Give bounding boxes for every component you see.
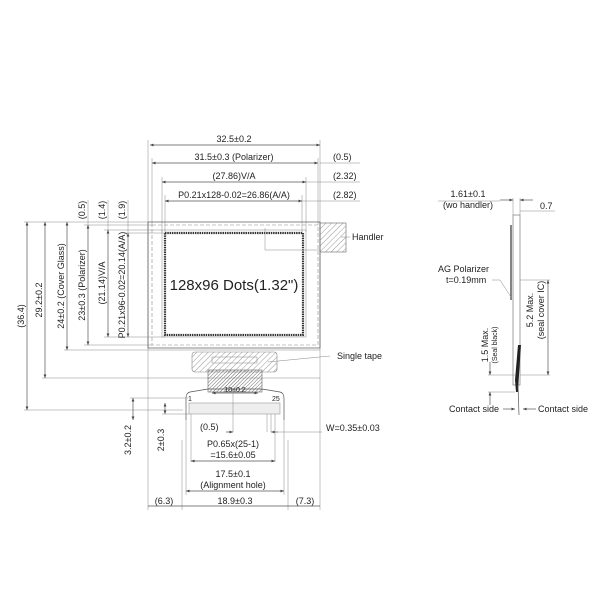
dim-pin-offset: (0.5) bbox=[200, 422, 219, 432]
dim-va-width: (27.86)V/A bbox=[212, 171, 255, 181]
pitch-label-2: =15.6±0.05 bbox=[210, 450, 255, 460]
dim-outline-width: 32.5±0.2 bbox=[217, 134, 252, 144]
contact-side-left: Contact side bbox=[449, 404, 499, 414]
pitch-label-1: P0.65x(25-1) bbox=[207, 439, 259, 449]
seal-black-label-2: (Seal black) bbox=[492, 327, 499, 364]
pin-25-label: 25 bbox=[272, 396, 280, 403]
contact-side-right: Contact side bbox=[538, 404, 588, 414]
dim-top-19: (1.9) bbox=[117, 201, 127, 220]
cover-glass-outline bbox=[147, 221, 321, 349]
seal-ic-label-1: 5.2 Max. bbox=[525, 293, 535, 328]
dim-aa-height: P0.21x96-0.02=20.14(A/A) bbox=[117, 232, 127, 339]
dim-polarizer-width: 31.5±0.3 (Polarizer) bbox=[195, 152, 274, 162]
dim-2: 2±0.3 bbox=[156, 429, 166, 451]
dim-right-232: (2.32) bbox=[333, 171, 357, 181]
dim-left-margin: (6.3) bbox=[155, 496, 174, 506]
dim-right-05: (0.5) bbox=[333, 152, 352, 162]
dim-outline-height: 29.2±0.2 bbox=[34, 283, 44, 318]
fpc-thickness: 0.7 bbox=[540, 201, 553, 211]
side-view: 1.61±0.1 (wo handler) 0.7 AG Polarizer t… bbox=[438, 189, 588, 416]
dim-fpc-width: 18.9±0.3 bbox=[218, 496, 253, 506]
display-resolution-label: 128x96 Dots(1.32") bbox=[170, 277, 299, 294]
pin-width-label: W=0.35±0.03 bbox=[326, 423, 380, 433]
dim-right-282: (2.82) bbox=[333, 190, 357, 200]
polarizer-label-1: AG Polarizer bbox=[438, 264, 489, 274]
side-thickness-note: (wo handler) bbox=[443, 200, 493, 210]
dim-top-14: (1.4) bbox=[97, 201, 107, 220]
polarizer-outline bbox=[151, 224, 319, 346]
front-view: 128x96 Dots(1.32") Handler 32.5±0.2 31.5… bbox=[16, 134, 384, 510]
active-area bbox=[163, 231, 305, 337]
handler-label: Handler bbox=[352, 232, 384, 242]
dim-32: 3.2±0.2 bbox=[123, 425, 133, 455]
viewing-area bbox=[161, 229, 307, 338]
seal-black-label-1: 1.5 Max. bbox=[480, 328, 490, 363]
dim-aa-width: P0.21x128-0.02=26.86(A/A) bbox=[178, 190, 290, 200]
dim-cover-glass-height: 24±0.2 (Cover Glass) bbox=[56, 243, 66, 328]
single-tape bbox=[191, 351, 278, 373]
side-thickness: 1.61±0.1 bbox=[451, 189, 486, 199]
fpc-width-label: 10±0.2 bbox=[224, 387, 245, 394]
pin-1-label: 1 bbox=[188, 396, 192, 403]
polarizer-label-2: t=0.19mm bbox=[446, 275, 486, 285]
dim-polarizer-height: 23±0.3 (Polarizer) bbox=[77, 249, 87, 320]
alignment-label-2: (Alignment hole) bbox=[200, 480, 266, 490]
handler bbox=[319, 222, 347, 253]
contact-pins bbox=[188, 402, 281, 415]
dim-right-margin: (7.3) bbox=[296, 496, 315, 506]
seal-ic-label-2: (seal cover IC) bbox=[536, 281, 546, 340]
alignment-label-1: 17.5±0.1 bbox=[216, 469, 251, 479]
fpc-bend bbox=[515, 345, 521, 392]
dim-total-height: (36.4) bbox=[16, 304, 26, 328]
dim-va-height: (21.14)V/A bbox=[97, 261, 107, 304]
single-tape-label: Single tape bbox=[337, 351, 382, 361]
dim-top-05: (0.5) bbox=[77, 201, 87, 220]
